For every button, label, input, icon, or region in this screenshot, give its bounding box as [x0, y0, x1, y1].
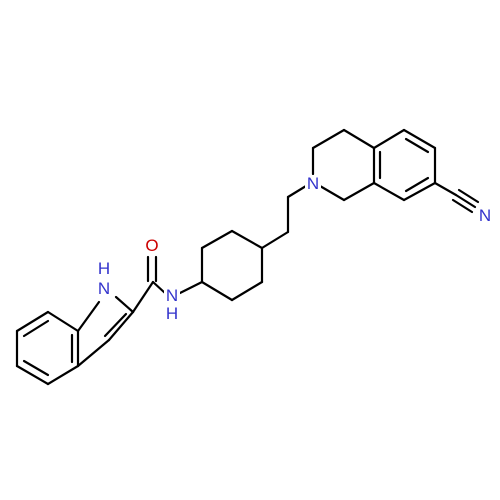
carbonyl-o-atom: O: [145, 236, 158, 255]
amide-group: [131, 255, 167, 314]
amide-nh-label: N H: [164, 286, 180, 323]
nitrile-n-atom: N: [479, 206, 491, 225]
ring-nitrogen-label: N: [305, 174, 321, 193]
ring-n-atom: N: [307, 174, 319, 193]
indole-benzene-ring: [15, 310, 80, 386]
amide-n-atom: N: [166, 286, 178, 305]
indole-pyrrole-ring: [76, 295, 135, 368]
carbonyl-oxygen-label: O: [145, 236, 159, 255]
tetrahydro-ring: [311, 128, 376, 202]
amide-h-atom: H: [166, 304, 178, 323]
isoquinoline-benzene-ring: [372, 128, 437, 202]
indole-nh-label: N H: [97, 259, 111, 298]
nitrile-group: [433, 181, 480, 214]
ethyl-linker: [260, 184, 308, 250]
cyclohexane-ring: [200, 229, 264, 302]
indole-n-atom: N: [98, 279, 110, 298]
n-cyclohexyl-bond: [178, 280, 204, 295]
nitrile-nitrogen-label: N: [477, 206, 493, 225]
indole-h-atom: H: [98, 259, 110, 278]
